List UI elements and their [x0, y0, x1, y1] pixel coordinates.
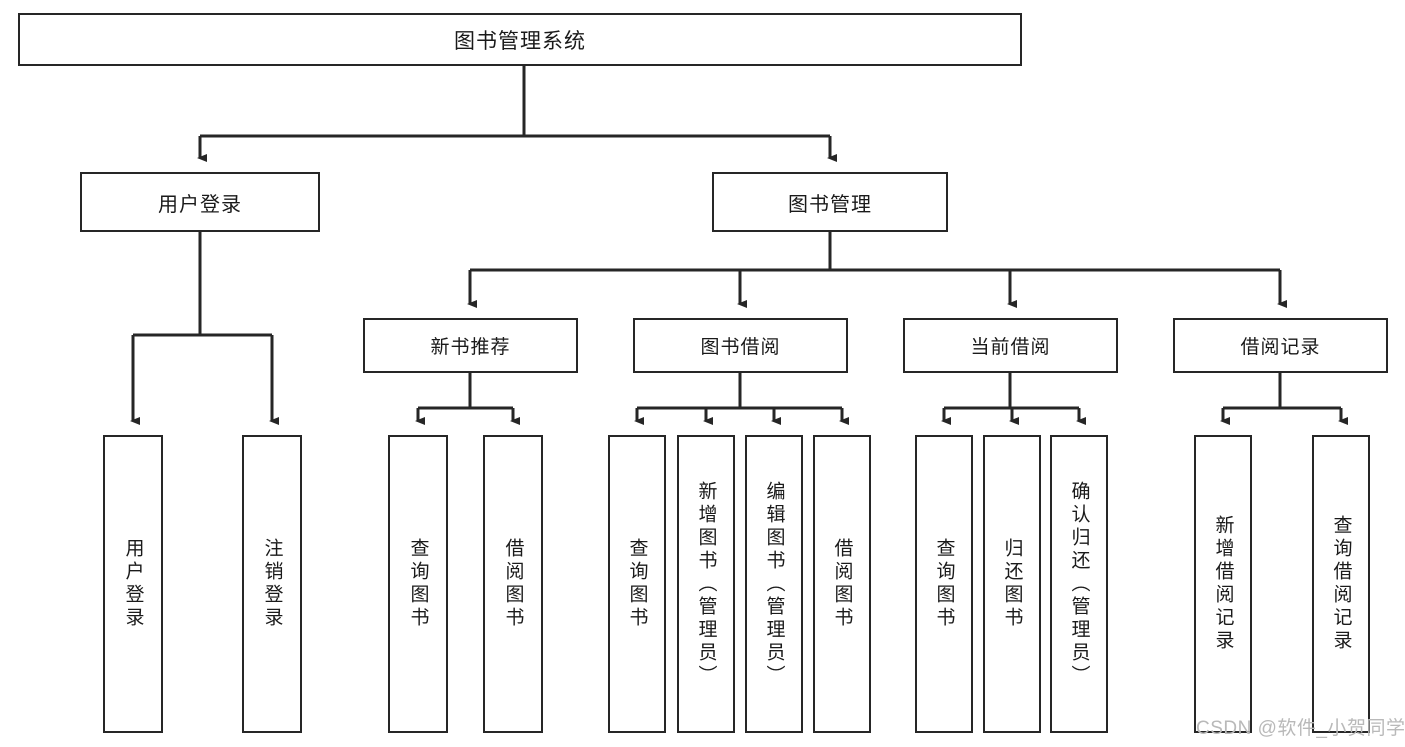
leaf-newbook-borrow-book[interactable]: 借阅图书 [483, 435, 543, 733]
node-user-login-label: 用户登录 [158, 193, 242, 216]
leaf-borrow-add-book-admin[interactable]: 新增图书（管理员） [677, 435, 735, 733]
leaf-borrow-query-book[interactable]: 查询图书 [608, 435, 666, 733]
node-book-management-label: 图书管理 [788, 193, 872, 216]
node-new-book-recommend-label: 新书推荐 [430, 337, 511, 358]
leaf-newbook-borrow-book-label: 借阅图书 [502, 538, 524, 630]
node-book-borrow-label: 图书借阅 [700, 337, 781, 358]
leaf-newbook-query-book[interactable]: 查询图书 [388, 435, 448, 733]
leaf-borrow-add-book-admin-label: 新增图书（管理员） [695, 480, 717, 688]
node-current-borrow[interactable]: 当前借阅 [903, 318, 1118, 373]
watermark-text: CSDN @软件_小贺同学 [1196, 718, 1405, 739]
leaf-current-query-book-label: 查询图书 [933, 538, 955, 630]
leaf-current-confirm-return-admin-label: 确认归还（管理员） [1068, 480, 1090, 688]
leaf-borrow-edit-book-admin[interactable]: 编辑图书（管理员） [745, 435, 803, 733]
leaf-current-return-book[interactable]: 归还图书 [983, 435, 1041, 733]
node-current-borrow-label: 当前借阅 [970, 337, 1051, 358]
leaf-borrow-edit-book-admin-label: 编辑图书（管理员） [763, 480, 785, 688]
leaf-current-confirm-return-admin[interactable]: 确认归还（管理员） [1050, 435, 1108, 733]
leaf-borrow-borrow-book-label: 借阅图书 [831, 538, 853, 630]
node-borrow-records[interactable]: 借阅记录 [1173, 318, 1388, 373]
leaf-records-query-record[interactable]: 查询借阅记录 [1312, 435, 1370, 733]
leaf-current-query-book[interactable]: 查询图书 [915, 435, 973, 733]
node-book-borrow[interactable]: 图书借阅 [633, 318, 848, 373]
leaf-records-query-record-label: 查询借阅记录 [1330, 515, 1352, 653]
leaf-records-add-record-label: 新增借阅记录 [1212, 515, 1234, 653]
leaf-user-login[interactable]: 用户登录 [103, 435, 163, 733]
leaf-user-login-label: 用户登录 [122, 538, 144, 630]
node-root-label: 图书管理系统 [454, 29, 586, 53]
leaf-records-add-record[interactable]: 新增借阅记录 [1194, 435, 1252, 733]
leaf-current-return-book-label: 归还图书 [1001, 538, 1023, 630]
node-user-login[interactable]: 用户登录 [80, 172, 320, 232]
node-root[interactable]: 图书管理系统 [18, 13, 1022, 66]
leaf-borrow-borrow-book[interactable]: 借阅图书 [813, 435, 871, 733]
node-book-management[interactable]: 图书管理 [712, 172, 948, 232]
node-new-book-recommend[interactable]: 新书推荐 [363, 318, 578, 373]
leaf-borrow-query-book-label: 查询图书 [626, 538, 648, 630]
leaf-newbook-query-book-label: 查询图书 [407, 538, 429, 630]
leaf-logout-login-label: 注销登录 [261, 538, 283, 630]
leaf-logout-login[interactable]: 注销登录 [242, 435, 302, 733]
node-borrow-records-label: 借阅记录 [1240, 337, 1321, 358]
